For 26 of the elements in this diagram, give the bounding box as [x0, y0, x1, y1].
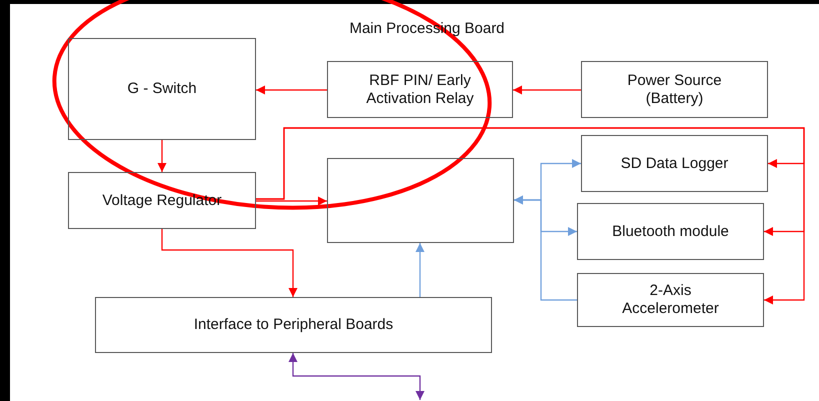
- connector-arrow: [256, 86, 327, 94]
- block-box: [577, 273, 764, 327]
- connector-arrow: [161, 229, 298, 297]
- block-box: [581, 135, 768, 192]
- block-box: [581, 61, 768, 118]
- block-box: [68, 38, 256, 140]
- block-box: [95, 297, 492, 353]
- block-label: RBF PIN/ Early Activation Relay: [365, 72, 475, 108]
- connector-arrow: [256, 196, 327, 206]
- connector-arrow: [513, 86, 581, 94]
- connector-arrow: [416, 243, 424, 297]
- connector-arrow: [288, 353, 424, 400]
- connector-arrow: [514, 196, 577, 301]
- block-label: SD Data Logger: [620, 154, 730, 172]
- block-label: Interface to Peripheral Boards: [192, 316, 394, 334]
- block-label: Power Source (Battery): [626, 72, 723, 108]
- block-box: [577, 203, 764, 260]
- block-label: Voltage Regulator: [101, 192, 223, 210]
- connector-arrow: [158, 140, 166, 172]
- block-label: G - Switch: [126, 80, 198, 98]
- block-box: [68, 172, 256, 229]
- block-box: [327, 158, 514, 243]
- connector-arrow: [256, 127, 805, 304]
- block-box: [327, 61, 513, 118]
- block-label: 2-Axis Accelerometer: [621, 282, 720, 318]
- block-label: Bluetooth module: [611, 222, 730, 240]
